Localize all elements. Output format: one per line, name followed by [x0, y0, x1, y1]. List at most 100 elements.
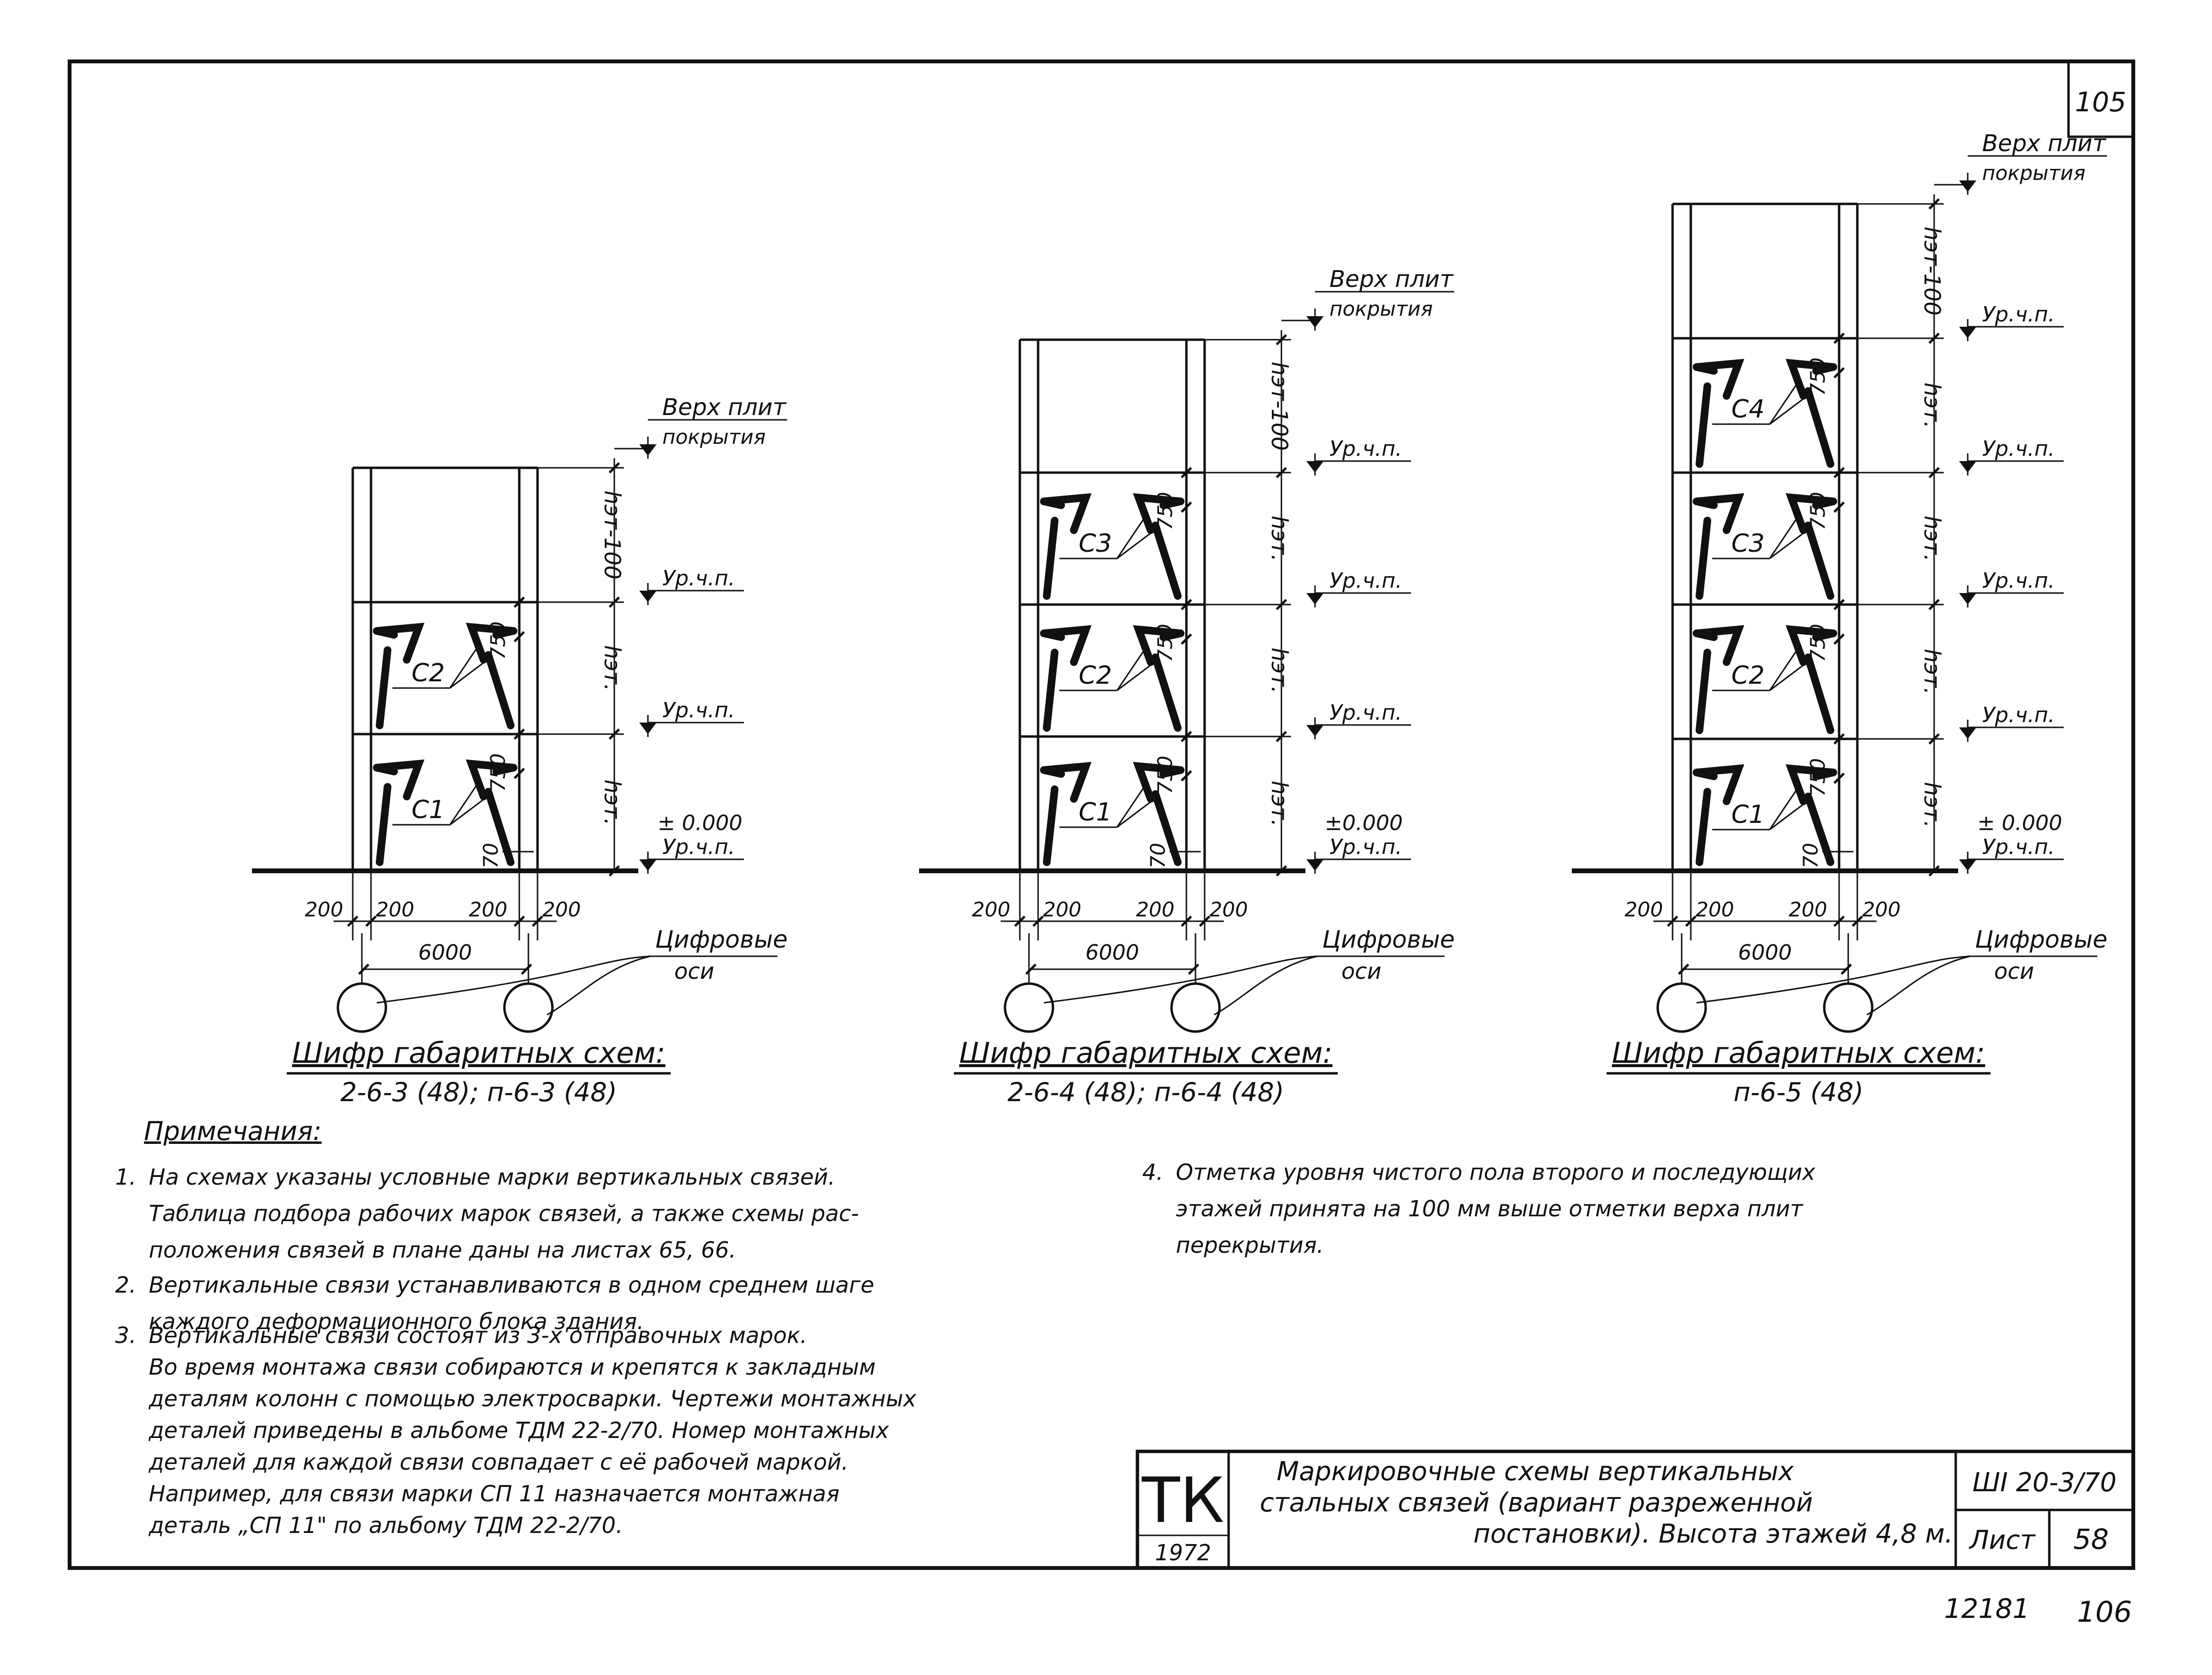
axis-leader-2 — [1866, 955, 1971, 1016]
title-block: ТК 1972 Маркировочные схемы вертикальных… — [1136, 1449, 2135, 1570]
dim-200-label-2: 200 — [1043, 898, 1081, 921]
brace-right — [1133, 625, 1184, 732]
note-3-line-3: деталям колонн с помощью электросварки. … — [149, 1386, 917, 1412]
axes-label-2: оси — [1341, 958, 1381, 984]
brace-mark-leader-2 — [1769, 798, 1811, 831]
title-line-2: стальных связей (вариант разреженной — [1260, 1487, 1813, 1518]
note-3-number: 3. — [115, 1322, 136, 1348]
brace-mark-leader-1 — [1116, 784, 1147, 828]
doc-number: ШI 20-3/70 — [1973, 1467, 2116, 1497]
dim-750-label: 750 — [1806, 624, 1829, 662]
dim-750-tick-top — [514, 728, 525, 740]
dim-chain-label-3: hэт. — [1267, 781, 1292, 827]
dim-chain-tick-1 — [609, 596, 620, 608]
note-3-line-1: Вертикальные связи состоят из 3-х отправ… — [149, 1322, 807, 1348]
dim-200-tick-2 — [1181, 915, 1192, 927]
brace-mark-leader-2 — [1769, 392, 1811, 425]
brace-left — [373, 759, 425, 866]
note-2: 2.Вертикальные связи устанавливаются в о… — [115, 1267, 874, 1340]
axis-leader-1 — [1696, 955, 1971, 1004]
dim-chain-tick-3 — [1276, 731, 1287, 742]
footer-right-number: 106 — [2077, 1595, 2132, 1629]
note-4-number: 4. — [1142, 1159, 1163, 1185]
dim-200-label-1: 200 — [305, 898, 343, 921]
top-level-label-2: покрытия — [662, 425, 765, 449]
code-value: 2-6-3 (48); п-6-3 (48) — [340, 1077, 617, 1107]
brace-right — [466, 759, 517, 866]
note-3-line-4: деталей приведены в альбоме ТДМ 22-2/70.… — [149, 1417, 889, 1443]
dim-200-label-2: 200 — [376, 898, 414, 921]
brace-left — [1693, 625, 1745, 734]
floor-level-label-2: Ур.ч.п. — [1329, 569, 1402, 593]
floor-level-label-5: Ур.ч.п. — [1982, 835, 2055, 859]
span-label: 6000 — [418, 940, 472, 965]
dim-750-tick-top — [514, 596, 525, 608]
footer-left-number: 12181 — [1944, 1593, 2030, 1625]
code-value: 2-6-4 (48); п-6-4 (48) — [1007, 1077, 1284, 1107]
dim-750-tick-bot — [1181, 770, 1192, 782]
title-line-3: постановки). Высота этажей 4,8 м. — [1473, 1519, 1953, 1549]
dim-200-label-4: 200 — [542, 898, 581, 921]
note-3-line-5: деталей для каждой связи совпадает с её … — [149, 1449, 849, 1475]
note-3-line-2: Во время монтажа связи собираются и креп… — [149, 1354, 876, 1380]
dim-750-label: 750 — [1153, 756, 1177, 794]
axis-bubble-0 — [1004, 982, 1054, 1033]
floor-level-label-1: Ур.ч.п. — [1982, 302, 2055, 327]
brace-mark-leader-2 — [1769, 659, 1811, 691]
floor-level-label-1: Ур.ч.п. — [662, 566, 735, 591]
zero-level-label: ±0.000 — [1325, 811, 1403, 835]
org-code: ТК — [1141, 1464, 1224, 1537]
top-level-label-1: Верх плит — [662, 394, 787, 421]
dim-chain-label-2: hэт. — [599, 780, 625, 826]
note-2-line-2: каждого деформационного блока здания. — [149, 1308, 644, 1334]
dim-200-label-2: 200 — [1696, 898, 1734, 921]
dim-chain-label-3: hэт. — [1919, 649, 1945, 695]
note-1-line-1: На схемах указаны условные марки вертика… — [149, 1164, 836, 1190]
brace-mark-leader-2 — [449, 793, 491, 826]
axis-bubble-1 — [1823, 982, 1874, 1033]
dim-750-tick-top — [1181, 731, 1192, 742]
brace-mark-2: С2 — [1732, 661, 1765, 690]
axes-label-2: оси — [674, 958, 714, 984]
brace-left — [1040, 761, 1092, 866]
dim-750-label: 750 — [486, 753, 510, 792]
note-3-line-7: деталь „СП 11" по альбому ТДМ 22-2/70. — [149, 1512, 623, 1538]
top-level-label-1: Верх плит — [1329, 266, 1454, 293]
brace-right — [1785, 493, 1837, 600]
span-tick-left — [358, 963, 370, 975]
dim-750-tick-top — [1181, 599, 1192, 610]
dim-70-label: 70 — [1146, 843, 1170, 868]
brace-mark-leader-1 — [1769, 515, 1799, 559]
dim-200-label-3: 200 — [1789, 898, 1827, 921]
span-tick-right — [521, 963, 532, 975]
dim-750-tick-bot — [514, 768, 525, 779]
brace-left — [1693, 764, 1745, 866]
dim-chain-label-1: hэт. — [1267, 516, 1292, 562]
dim-chain-tick-4 — [1928, 733, 1940, 745]
dim-chain-tick-0 — [1928, 198, 1940, 210]
span-tick-left — [1025, 963, 1037, 975]
dim-chain-tick-0 — [1276, 334, 1287, 345]
top-level-label-2: покрытия — [1982, 161, 2085, 185]
brace-mark-leader-1 — [449, 645, 479, 689]
brace-right — [1133, 761, 1184, 866]
title-year: 1972 — [1155, 1540, 1211, 1566]
dim-200-tick-0 — [347, 915, 359, 927]
dim-200-tick-1 — [365, 915, 377, 927]
floor-level-label-4: Ур.ч.п. — [1982, 703, 2055, 727]
dim-750-tick-bot — [1833, 772, 1845, 784]
dim-750-tick-bot — [1833, 367, 1845, 379]
axes-label-2: оси — [1994, 958, 2034, 984]
dim-200-label-1: 200 — [972, 898, 1010, 921]
corner-number-box — [2067, 61, 2133, 138]
dim-200-tick-3 — [532, 915, 543, 927]
sheet-label: Лист — [1969, 1525, 2036, 1555]
brace-right — [1133, 493, 1184, 600]
sheet-frame — [68, 59, 2135, 1570]
dim-750-tick-bot — [514, 631, 525, 642]
brace-mark-leader-1 — [1116, 647, 1147, 691]
zero-level-label: ± 0.000 — [658, 811, 742, 835]
